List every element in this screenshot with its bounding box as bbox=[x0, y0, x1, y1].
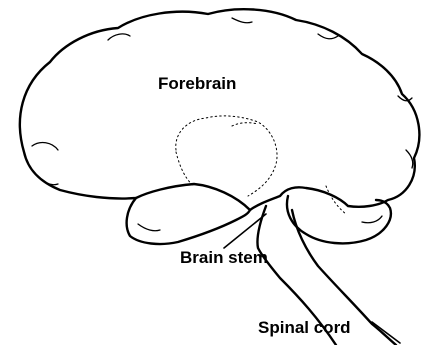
cerebellum bbox=[287, 196, 391, 243]
forebrain-label: Forebrain bbox=[158, 74, 236, 93]
temporal-fold bbox=[138, 224, 160, 231]
forebrain-fold-top-right bbox=[318, 34, 338, 39]
brain-stem-label: Brain stem bbox=[180, 248, 268, 267]
inner-structures bbox=[176, 116, 346, 214]
temporal-lobe bbox=[127, 198, 250, 244]
forebrain-fold-top-left bbox=[108, 34, 130, 40]
temporal-lobe-outline bbox=[127, 198, 250, 244]
brain-stem-dotted-line bbox=[326, 186, 346, 214]
forebrain-region bbox=[20, 9, 419, 210]
forebrain-fold-right-lower bbox=[406, 150, 413, 168]
forebrain-outline bbox=[20, 9, 419, 210]
spinal-cord-label: Spinal cord bbox=[258, 318, 351, 337]
spinal-cord-leader-line bbox=[372, 322, 400, 343]
cerebellum-fold bbox=[362, 216, 382, 223]
forebrain-fold-left bbox=[32, 143, 58, 150]
cerebellum-outline bbox=[287, 196, 391, 243]
thalamus-dotted-lower bbox=[176, 152, 194, 186]
midbrain-dotted-line bbox=[232, 123, 258, 126]
forebrain-fold-top bbox=[232, 18, 252, 23]
